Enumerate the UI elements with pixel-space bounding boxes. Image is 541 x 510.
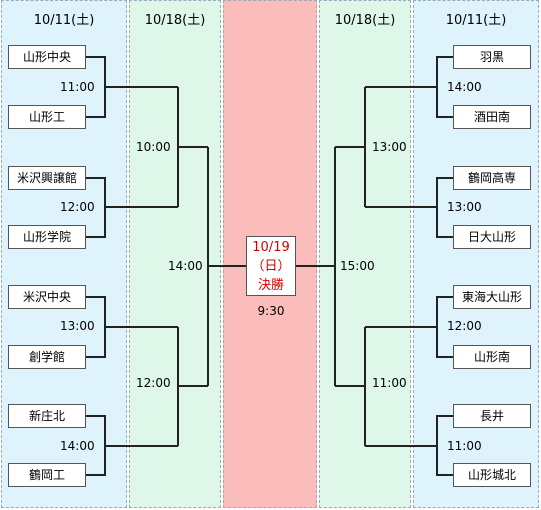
time-right-semi: 15:00 xyxy=(340,259,375,273)
team-left-2: 山形工 xyxy=(8,105,86,129)
team-right-1: 羽黒 xyxy=(453,45,531,69)
team-left-4: 山形学院 xyxy=(8,225,86,249)
time-left-r2-1: 10:00 xyxy=(136,140,171,154)
bracket-line xyxy=(335,87,366,207)
team-right-7: 長井 xyxy=(453,404,531,428)
time-left-r1-2: 12:00 xyxy=(60,200,95,214)
time-left-r1-3: 13:00 xyxy=(60,319,95,333)
team-left-7: 新庄北 xyxy=(8,404,86,428)
bracket-line xyxy=(365,177,453,238)
time-right-r1-4: 11:00 xyxy=(447,439,482,453)
time-right-r1-1: 14:00 xyxy=(447,80,482,94)
bracket-line xyxy=(86,56,178,118)
team-right-6: 山形南 xyxy=(453,345,531,369)
bracket-line xyxy=(86,415,178,476)
final-day: （日） xyxy=(251,259,291,274)
time-left-r1-1: 11:00 xyxy=(60,80,95,94)
time-left-r1-4: 14:00 xyxy=(60,439,95,453)
bracket-line xyxy=(296,147,336,386)
time-right-r2-1: 13:00 xyxy=(372,140,407,154)
team-right-5: 東海大山形 xyxy=(453,285,531,309)
team-left-6: 創学館 xyxy=(8,345,86,369)
team-right-4: 日大山形 xyxy=(453,225,531,249)
team-left-1: 山形中央 xyxy=(8,45,86,69)
team-left-5: 米沢中央 xyxy=(8,285,86,309)
time-right-r1-3: 12:00 xyxy=(447,319,482,333)
date-round1-right: 10/11(土) xyxy=(445,13,507,28)
team-left-3: 米沢興譲館 xyxy=(8,166,86,190)
time-right-r2-2: 11:00 xyxy=(372,376,407,390)
bracket-line xyxy=(365,56,453,118)
final-label: 決勝 xyxy=(257,278,284,293)
final-time: 9:30 xyxy=(257,304,285,318)
bracket-line xyxy=(365,296,453,358)
date-round2-right: 10/18(土) xyxy=(334,13,396,28)
date-round1-left: 10/11(土) xyxy=(33,13,95,28)
date-round2-left: 10/18(土) xyxy=(144,13,206,28)
final-box: 10/19 （日） 決勝 xyxy=(246,236,296,296)
team-right-3: 鶴岡高専 xyxy=(453,166,531,190)
bracket-line xyxy=(86,177,178,238)
team-left-8: 鶴岡工 xyxy=(8,463,86,487)
bracket-line xyxy=(207,147,246,386)
time-right-r1-2: 13:00 xyxy=(447,200,482,214)
team-right-2: 酒田南 xyxy=(453,105,531,129)
bracket-line xyxy=(86,296,178,358)
column-round2-left: 10/18(土) xyxy=(129,0,221,508)
time-left-semi: 14:00 xyxy=(168,259,203,273)
bracket-line xyxy=(177,87,208,207)
time-left-r2-2: 12:00 xyxy=(136,376,171,390)
bracket-line xyxy=(177,327,208,446)
bracket-line xyxy=(365,415,453,476)
bracket-line xyxy=(335,327,366,446)
final-date: 10/19 xyxy=(252,240,290,255)
team-right-8: 山形城北 xyxy=(453,463,531,487)
